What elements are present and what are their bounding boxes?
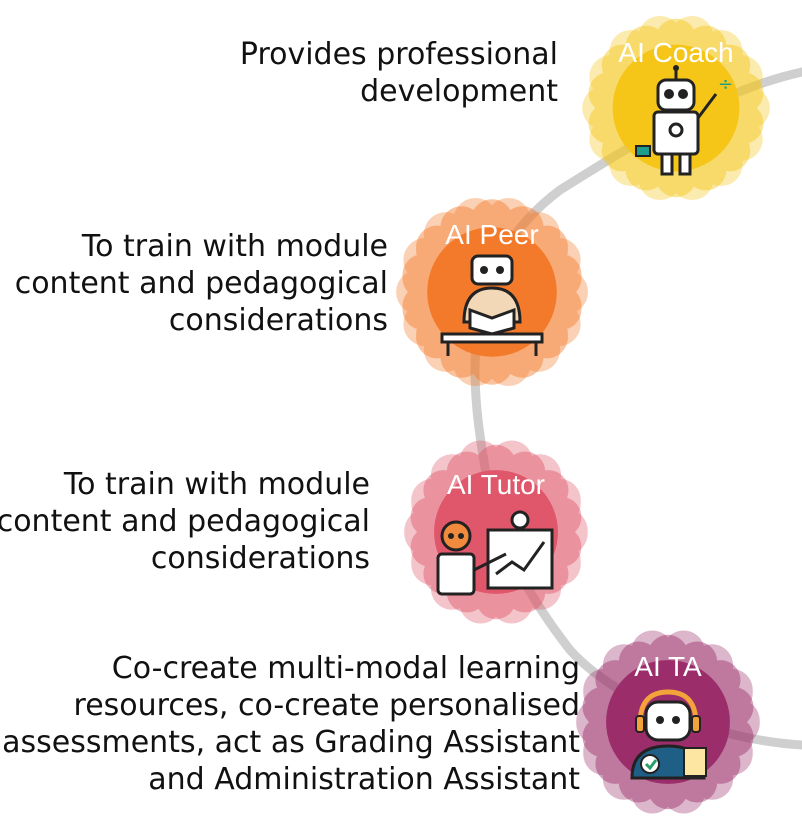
robot-coach-icon: ÷ [635, 65, 733, 176]
badge-ai-tutor: AI Tutor [404, 440, 588, 624]
badge-ai-coach-bg [582, 15, 770, 201]
robot-teacher-icon [436, 510, 554, 596]
badge-ai-coach-title: AI Coach [618, 37, 733, 68]
badge-ai-ta-bg [576, 630, 760, 814]
ai-peer-description: To train with module content and pedagog… [15, 228, 388, 339]
description-line: considerations [150, 541, 370, 576]
badge-petals [582, 15, 770, 201]
ai-coach-description: Provides professional development [240, 36, 558, 110]
badge-ai-ta-title: AI TA [634, 651, 702, 682]
description-line: content and pedagogical [14, 266, 388, 301]
badge-ai-coach: AI Coach ÷ [582, 15, 770, 201]
badge-petals [576, 630, 760, 814]
description-line: Provides professional [239, 37, 558, 72]
badge-ai-peer-title: AI Peer [445, 219, 538, 250]
description-line: development [360, 74, 558, 109]
description-line: and Administration Assistant [148, 762, 580, 797]
description-line: resources, co-create personalised [73, 688, 580, 723]
ai-tutor-description: To train with module content and pedagog… [0, 466, 370, 577]
svg-text:÷: ÷ [718, 74, 733, 95]
description-line: considerations [168, 303, 388, 338]
description-line: assessments, act as Grading Assistant [2, 725, 580, 760]
headset-assistant-icon [630, 689, 707, 780]
description-line: content and pedagogical [0, 504, 370, 539]
ai-ta-description: Co-create multi-modal learning resources… [2, 650, 580, 798]
description-line: To train with module [81, 229, 388, 264]
robot-reading-icon [440, 254, 544, 356]
badge-ai-ta: AI TA [576, 630, 760, 814]
description-line: Co-create multi-modal learning [111, 651, 580, 686]
badge-ai-tutor-title: AI Tutor [447, 469, 545, 500]
badge-ai-peer: AI Peer [396, 197, 588, 387]
description-line: To train with module [63, 467, 370, 502]
